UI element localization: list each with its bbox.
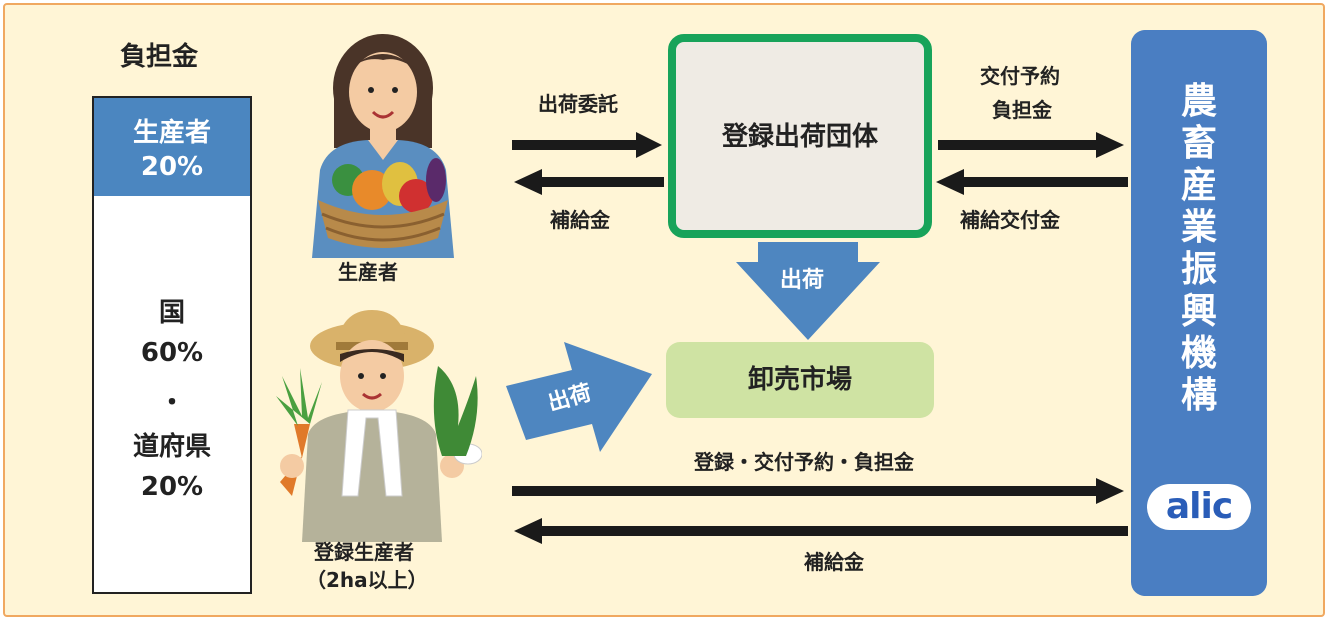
burden-country-label: 国 (158, 298, 185, 328)
burden-separator-dot: ・ (158, 388, 185, 418)
agency-char-3: 産 (1180, 165, 1217, 206)
burden-country-pct: 60% (140, 338, 204, 368)
burden-pref-pct: 20% (140, 472, 204, 502)
arrow-consign-right (512, 132, 662, 158)
label-ship-down: 出荷 (780, 268, 825, 293)
alic-logo-text: alic (1165, 486, 1233, 527)
agency-char-5: 振 (1180, 249, 1217, 290)
label-reserve-line1: 交付予約 (980, 64, 1060, 88)
burden-producer-section (94, 98, 250, 196)
registered-shipping-org-label: 登録出荷団体 (721, 122, 878, 152)
label-reserve-line2: 負担金 (992, 98, 1052, 122)
agency-char-4: 業 (1180, 207, 1217, 248)
burden-pref-label: 道府県 (132, 432, 211, 462)
producer-illustration (312, 34, 454, 258)
arrow-supply-grant-left (936, 169, 1128, 195)
agency-char-7: 機 (1180, 333, 1217, 374)
wholesale-market-box (666, 342, 934, 418)
registered-producer-area: （2ha以上） (306, 568, 428, 592)
agency-char-6: 興 (1180, 291, 1217, 332)
agency-char-1: 農 (1180, 81, 1217, 122)
burden-producer-label: 生産者 (132, 118, 211, 148)
registered-producer-label: 登録生産者 (314, 540, 414, 564)
block-arrow-ship-down (736, 242, 880, 340)
registered-producer-illustration (276, 310, 482, 542)
arrow-supply-money-left (514, 169, 664, 195)
agency-char-8: 構 (1180, 375, 1217, 416)
arrow-reserve-right (938, 132, 1124, 158)
burden-title: 負担金 (120, 42, 199, 72)
arrow-register-right (512, 478, 1124, 504)
producer-label: 生産者 (338, 260, 398, 284)
block-arrow-ship-right (506, 342, 652, 452)
alic-logo: alic (1147, 484, 1251, 530)
label-supply-money-bottom: 補給金 (804, 550, 864, 574)
label-supply-money-top: 補給金 (550, 208, 610, 232)
registered-shipping-org-box (668, 34, 932, 238)
label-supply-grant: 補給交付金 (960, 208, 1060, 232)
burden-producer-pct: 20% (140, 152, 204, 182)
label-register: 登録・交付予約・負担金 (694, 450, 914, 474)
label-consign: 出荷委託 (538, 92, 618, 116)
wholesale-market-label: 卸売市場 (747, 365, 852, 395)
arrow-supply-money-bottom-left (514, 518, 1128, 544)
agency-char-2: 畜 (1180, 123, 1217, 164)
